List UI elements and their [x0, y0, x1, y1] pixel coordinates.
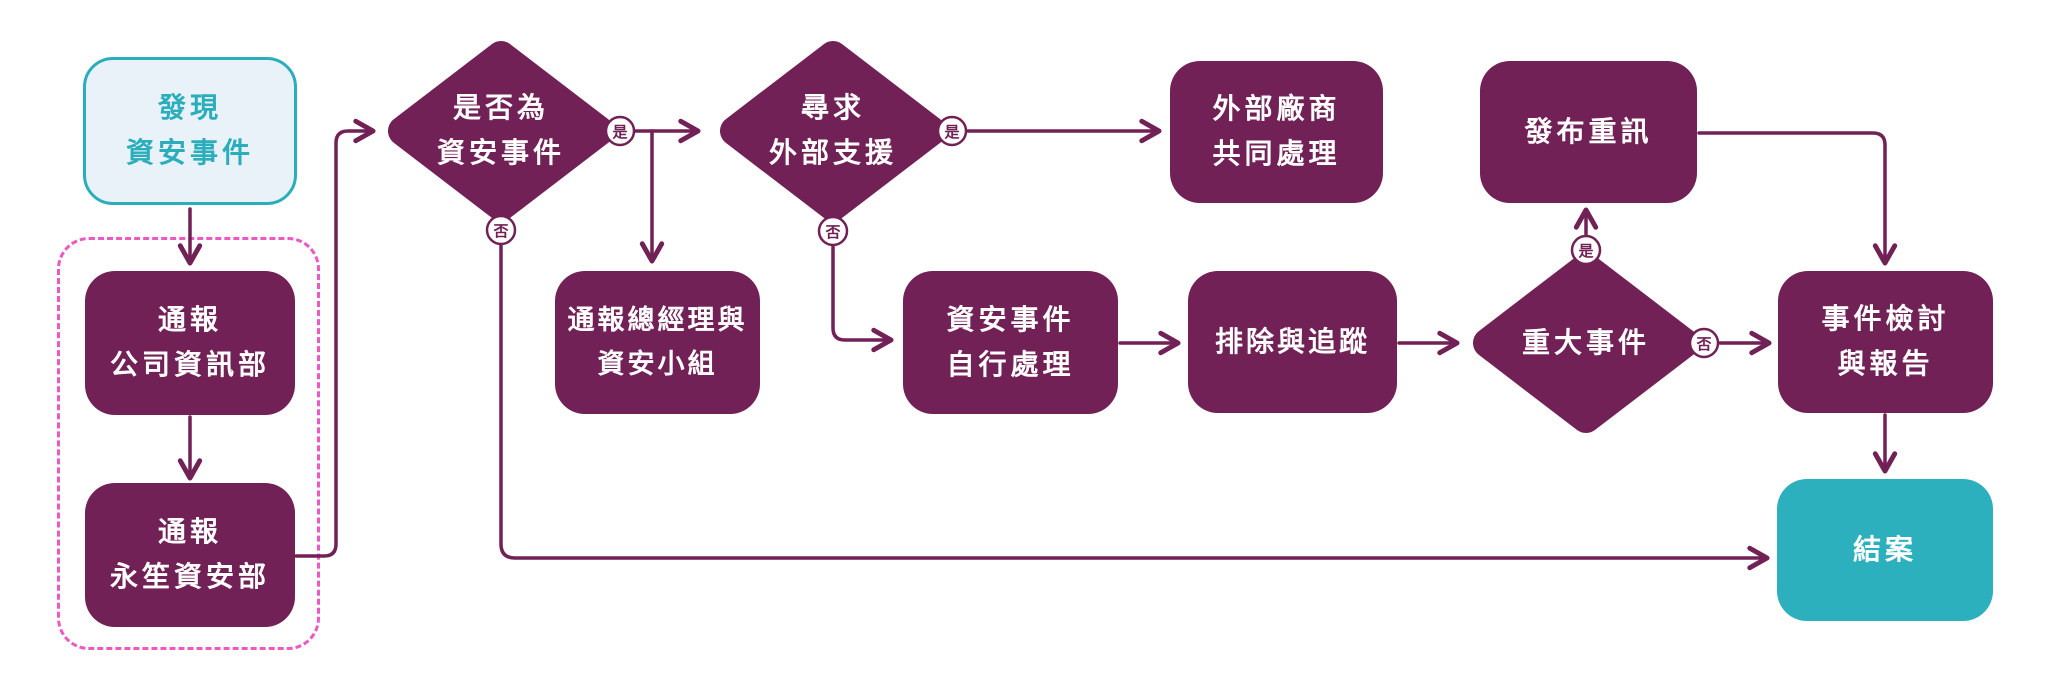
decision3-no-badge-circle: [1688, 327, 1720, 359]
node-resolve-and-track: 排除與追蹤: [1188, 271, 1397, 413]
decision3-no-badge-label: 否: [1695, 336, 1711, 353]
node-start-discover-incident: 發現 資安事件: [83, 57, 297, 205]
decision2-no-badge-label: 否: [824, 224, 840, 241]
node-notify-yongsheng-security: 通報 永笙資安部: [85, 483, 295, 627]
decision2-no-badge-circle: [817, 215, 849, 247]
decision-major-incident-diamond: [1473, 253, 1699, 433]
decision1-no-badge-label: 否: [492, 223, 508, 240]
decision1-yes-badge-label: 是: [611, 124, 628, 141]
decision-is-security-incident-diamond: [388, 41, 614, 221]
node-notify-company-it: 通報 公司資訊部: [85, 271, 295, 415]
edge-notify-security-to-decision1: [294, 118, 376, 558]
node-publish-material-news: 發布重訊: [1480, 61, 1697, 203]
edge-decision2-no-to-self-handle: [831, 245, 894, 353]
decision-is-security-incident-label: 是否為 資安事件: [436, 92, 565, 168]
decision1-yes-badge-circle: [604, 115, 636, 147]
node-case-closed: 結案: [1777, 479, 1993, 621]
node-external-vendor-cohandle: 外部廠商 共同處理: [1170, 61, 1383, 203]
node-notify-gm-team: 通報總經理與 資安小組: [555, 271, 760, 414]
decision3-yes-badge-circle: [1570, 234, 1602, 266]
node-incident-review-report: 事件檢討 與報告: [1778, 271, 1993, 413]
node-self-handle-incident: 資安事件 自行處理: [903, 271, 1118, 414]
edge-publish-news-to-review: [1697, 131, 1898, 266]
decision-major-incident-label: 重大事件: [1521, 326, 1650, 358]
decision1-no-badge-circle: [485, 214, 517, 246]
edge-decision1-no-to-close: [499, 244, 1770, 571]
decision3-yes-badge-label: 是: [1577, 243, 1594, 260]
decision-seek-external-support-diamond: [720, 41, 946, 221]
decision2-yes-badge-label: 是: [943, 124, 960, 141]
decision2-yes-badge-circle: [936, 115, 968, 147]
decision-seek-external-support-label: 尋求 外部支援: [768, 92, 897, 168]
